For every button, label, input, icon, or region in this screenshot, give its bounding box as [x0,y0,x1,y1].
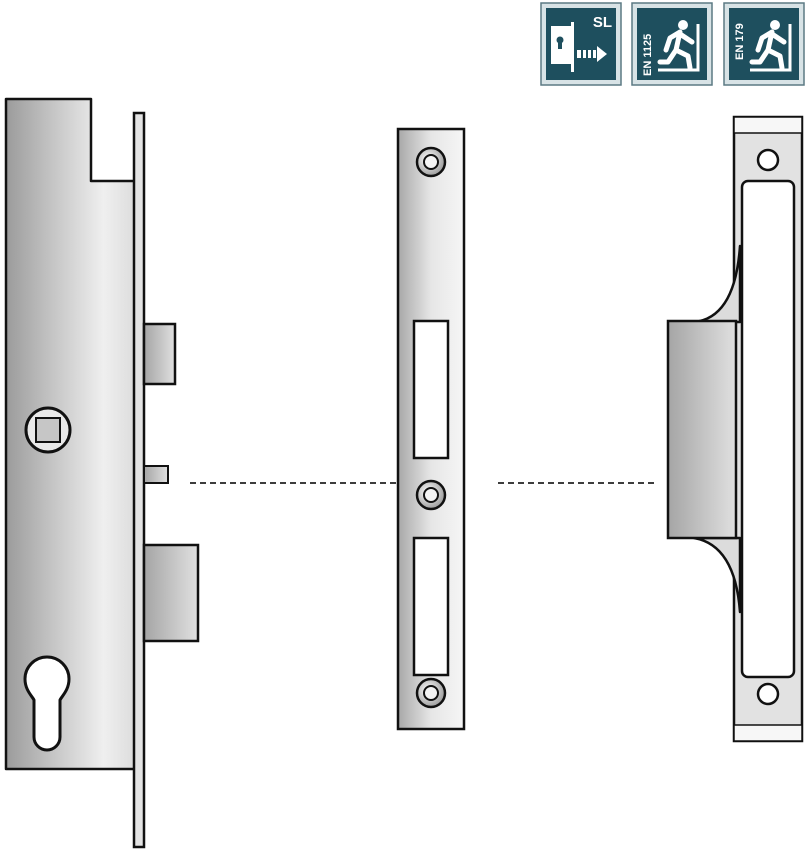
badge-en-179: EN 179 [723,2,805,86]
screw-hole-middle [415,479,447,511]
screw-hole-top [756,148,780,172]
badge-label-en-1125: EN 1125 [642,34,654,76]
screw-hole-top [415,146,447,178]
screw-hole-bottom [756,682,780,706]
follower-square [24,406,72,454]
emergency-exit-icon [657,20,700,72]
screw-hole-bottom [415,677,447,709]
badge-self-locking: SL [540,2,622,86]
badge-label-sl: SL [593,14,612,31]
emergency-exit-icon [749,20,792,72]
angled-striking-plate [666,115,804,743]
forend-plate [132,111,146,849]
strike-box [666,319,738,540]
latch-opening [412,319,450,460]
self-locking-icon [551,22,607,72]
striking-plate [396,127,466,731]
dead-bolt [142,543,200,643]
latch-bolt [142,322,177,386]
badge-en-1125: EN 1125 [631,2,713,86]
badge-label-en-179: EN 179 [734,23,746,60]
strike-opening [740,179,796,679]
auxiliary-latch [143,465,169,484]
mortise-lock [4,97,200,849]
bolt-opening [412,536,450,677]
cylinder-keyhole [23,655,71,752]
